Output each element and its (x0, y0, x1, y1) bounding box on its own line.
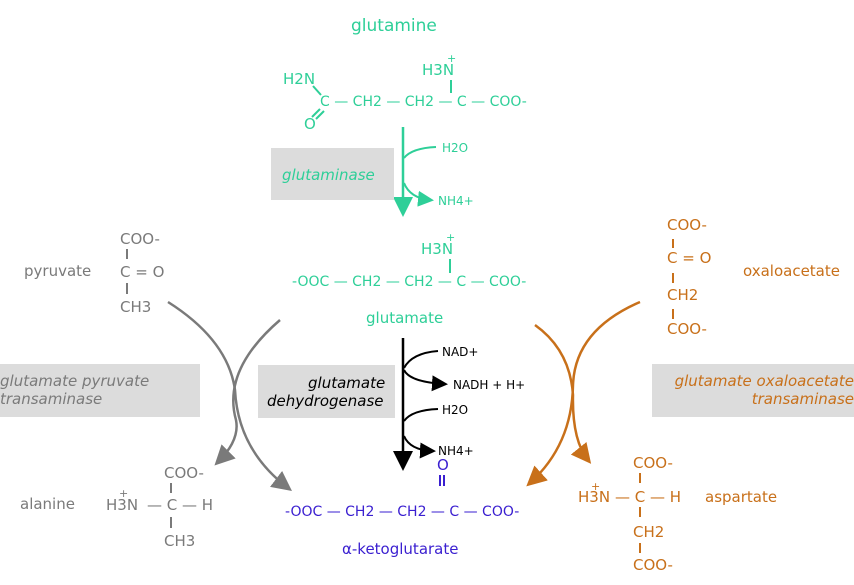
glutaminase-nh4: NH4+ (438, 194, 474, 208)
gdh-nh4-curve (403, 435, 436, 459)
glutamine-co-bond-1 (311, 108, 321, 118)
glutamine-carbonyl-o: O (304, 115, 316, 133)
glutaminase-nh4-curve (403, 182, 434, 207)
gdh-nadh: NADH + H+ (453, 378, 526, 392)
glutaminase-box (271, 148, 394, 200)
gdh-label-line2: dehydrogenase (267, 392, 384, 410)
glutamine-nh3-group: H3N (422, 61, 455, 79)
glutaminase-h2o: H2O (442, 141, 469, 155)
glutaminase-h2o-curve (403, 146, 437, 159)
gdh-label-line1: glutamate (308, 374, 386, 392)
glutamine-name: glutamine (351, 16, 437, 36)
aspartate-ch2: CH2 (633, 523, 665, 541)
aspartate-nh3-charge: + (591, 480, 601, 493)
alanine-center: — C — H (147, 496, 214, 514)
oxaloacetate-c-o: C = O (667, 249, 712, 267)
glutamate-name: glutamate (366, 309, 444, 327)
aspartate-nh3: H3N (578, 488, 611, 506)
glutamine-co-bond-2 (315, 110, 325, 120)
akg-carbonyl-o: O (437, 456, 449, 474)
gdh-box (258, 365, 395, 418)
got-label-line2: transaminase (751, 390, 854, 408)
got-oxaloacetate-to-aspartate-arrow (534, 323, 592, 464)
pyruvate-coo: COO- (120, 230, 160, 248)
akg-chain: -OOC — CH2 — CH2 — C — COO- (285, 504, 520, 520)
aspartate-coo-top: COO- (633, 454, 673, 472)
oxaloacetate-ch2: CH2 (667, 286, 699, 304)
akg-name: α-ketoglutarate (342, 540, 459, 558)
gdh-nad: NAD+ (442, 345, 479, 359)
oxaloacetate-coo-bottom: COO- (667, 320, 707, 338)
gdh-h2o: H2O (442, 403, 469, 417)
alanine-ch3: CH3 (164, 532, 196, 550)
alanine-coo: COO- (164, 464, 204, 482)
gdh-nh4: NH4+ (438, 444, 474, 458)
glutamine-h2n-bond (312, 85, 322, 96)
gpt-label-line2: transaminase (0, 390, 103, 408)
gdh-nadh-curve (403, 369, 448, 392)
gpt-glutamate-to-akg-arrow (167, 300, 292, 492)
glutaminase-label: glutaminase (282, 166, 375, 184)
aspartate-center: — C — H (615, 488, 682, 506)
alanine-name: alanine (20, 495, 75, 513)
glutamate-nh3-group: H3N (421, 240, 454, 258)
gdh-nad-curve (403, 350, 439, 369)
glutamine-chain: C — CH2 — CH2 — C — COO- (320, 94, 527, 110)
gdh-h2o-curve (403, 408, 439, 422)
glutamine-nh3-charge: + (447, 52, 457, 65)
pyruvate-ch3: CH3 (120, 298, 152, 316)
aspartate-coo-bottom: COO- (633, 556, 673, 574)
glutamine-h2n-group: H2N (283, 70, 316, 88)
pyruvate-c-o: C = O (120, 263, 165, 281)
gpt-box (0, 364, 200, 417)
glutamate-nh3-charge: + (446, 231, 456, 244)
pyruvate-name: pyruvate (24, 262, 92, 280)
glutamate-chain: -OOC — CH2 — CH2 — C — COO- (292, 274, 527, 290)
aspartate-name: aspartate (705, 488, 778, 506)
gpt-pyruvate-to-alanine-arrow (214, 319, 281, 466)
oxaloacetate-name: oxaloacetate (743, 262, 840, 280)
alanine-nh3: H3N (106, 496, 139, 514)
oxaloacetate-coo-top: COO- (667, 216, 707, 234)
gpt-label-line1: glutamate pyruvate (0, 372, 150, 390)
got-label-line1: glutamate oxaloacetate (674, 372, 854, 390)
alanine-nh3-charge: + (119, 487, 129, 500)
got-box (652, 364, 854, 417)
